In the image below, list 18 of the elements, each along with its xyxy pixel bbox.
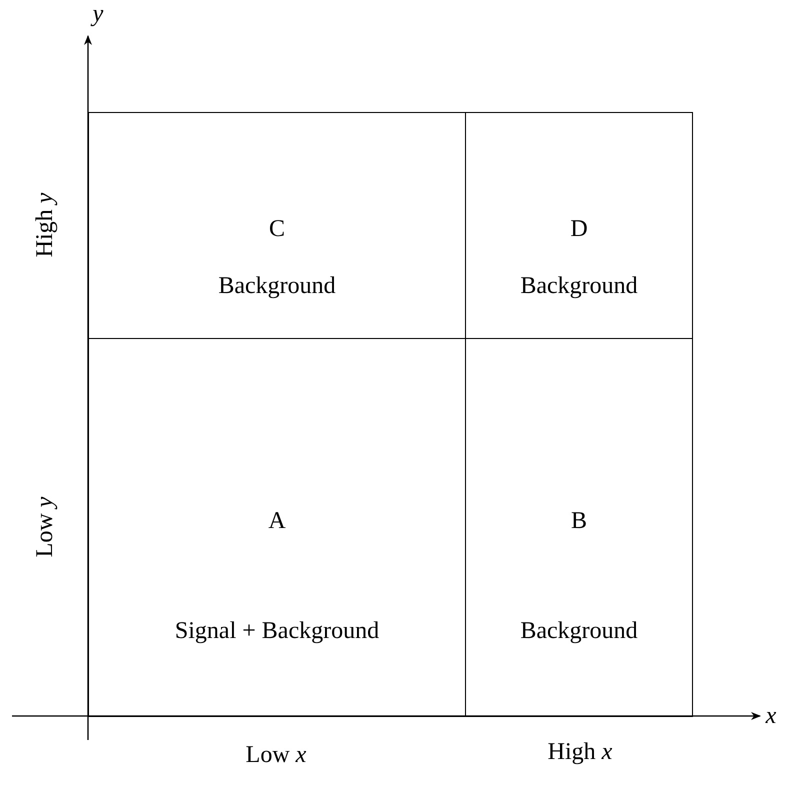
axis-category-label: Low y xyxy=(33,496,57,558)
region-letter: C xyxy=(269,216,285,241)
quadrant-box xyxy=(465,112,693,339)
axis-category-label: Low x xyxy=(246,743,306,767)
region-letter: A xyxy=(268,508,286,533)
quadrant-box xyxy=(465,338,693,717)
quadrant-box xyxy=(88,112,466,339)
quadrant-box xyxy=(88,338,466,717)
region-description: Background xyxy=(520,618,638,643)
region-description: Background xyxy=(520,274,638,298)
region-letter: D xyxy=(570,216,588,241)
region-description: Signal + Background xyxy=(174,618,380,643)
region-description: Background xyxy=(218,274,336,298)
axis-label: y xyxy=(92,2,104,26)
region-letter: B xyxy=(571,508,587,533)
axis-label: x xyxy=(766,704,776,728)
axis-category-label: High y xyxy=(33,192,57,258)
axis-category-label: High x xyxy=(548,740,612,764)
